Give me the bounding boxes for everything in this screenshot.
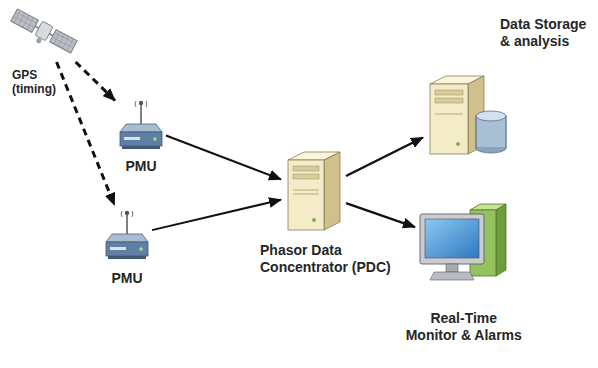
node-label: GPS (timing)	[12, 68, 62, 97]
server-icon	[284, 150, 344, 234]
monitor-icon	[418, 200, 510, 288]
timing-arrow	[57, 62, 115, 205]
node-label: PMU	[98, 270, 156, 287]
pmu-icon	[118, 98, 164, 154]
node-label: Phasor Data Concentrator (PDC)	[260, 242, 396, 276]
icon-node: Data Storage & analysis	[426, 16, 596, 158]
icon-node: GPS (timing)	[8, 2, 80, 97]
storage-server-icon	[426, 72, 510, 158]
node-label: PMU	[112, 158, 170, 175]
satellite-icon	[8, 2, 80, 60]
node-label: Real-Time Monitor & Alarms	[404, 310, 524, 344]
data-arrow	[346, 203, 415, 227]
data-arrow	[166, 136, 281, 180]
node-label: Data Storage & analysis	[500, 16, 593, 50]
pmu-icon	[104, 208, 150, 264]
icon-node: Phasor Data Concentrator (PDC)	[258, 150, 398, 276]
icon-node: PMU	[98, 208, 156, 287]
icon-node: Real-Time Monitor & Alarms	[398, 200, 530, 344]
data-arrow	[152, 200, 281, 230]
icon-node: PMU	[112, 98, 170, 175]
timing-arrow	[76, 62, 115, 101]
data-arrow	[346, 138, 423, 177]
